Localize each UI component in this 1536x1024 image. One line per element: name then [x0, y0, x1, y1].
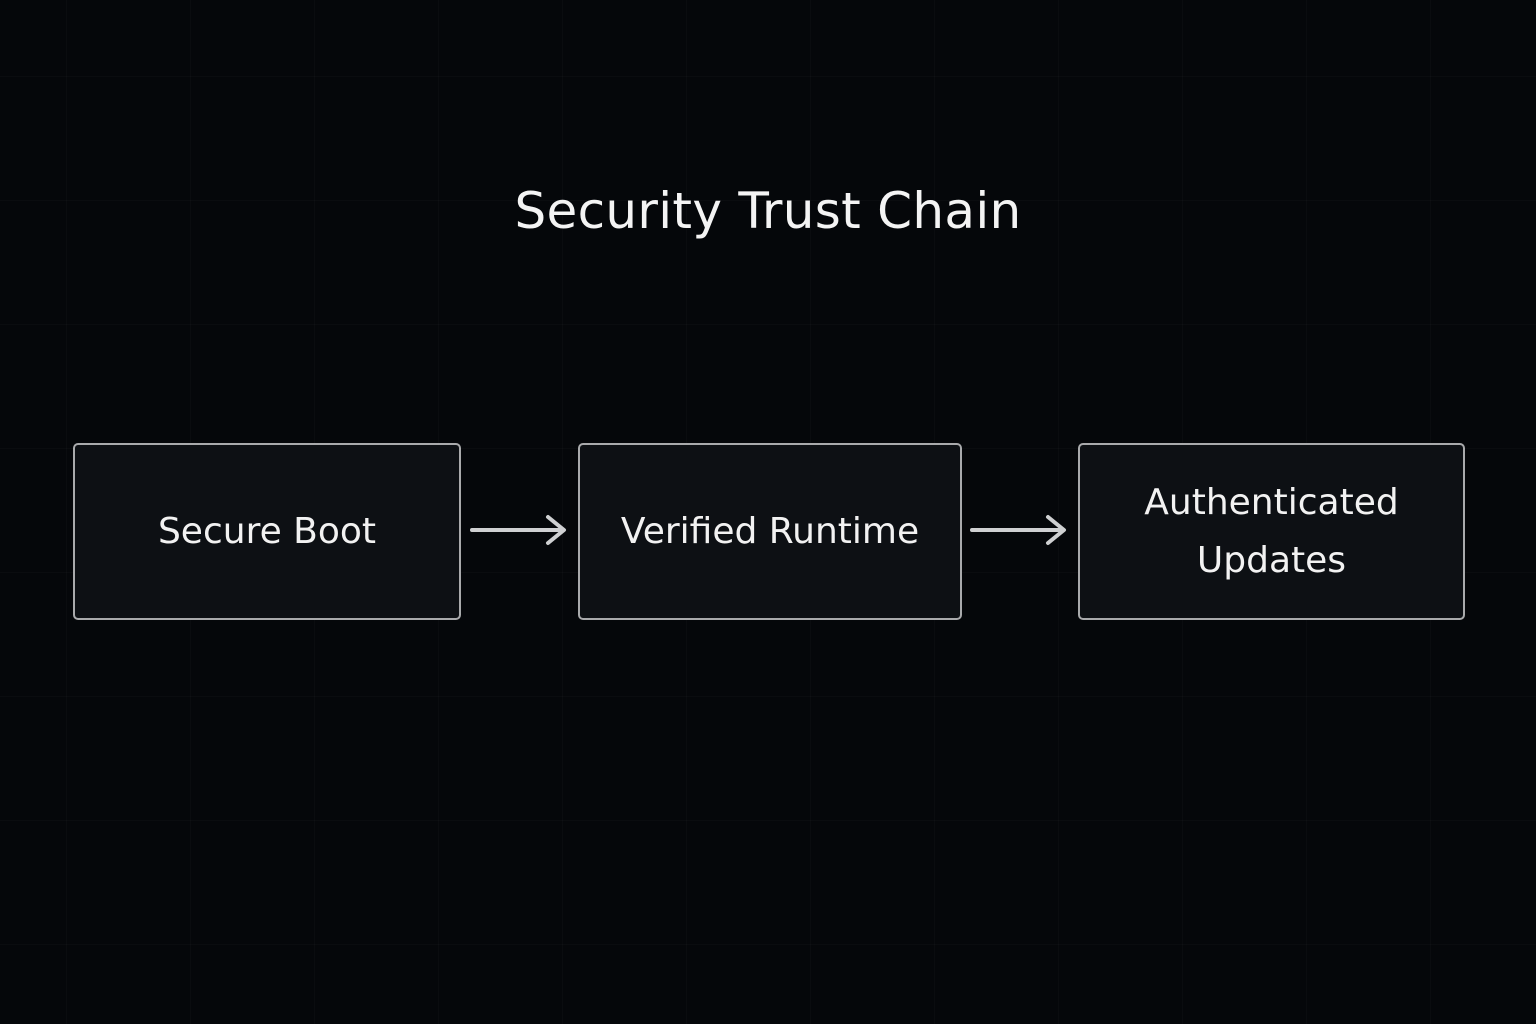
- arrow-right-icon: [970, 515, 1066, 545]
- node-verified-runtime: Verified Runtime: [578, 443, 962, 620]
- node-secure-boot: Secure Boot: [73, 443, 461, 620]
- node-authenticated-updates: Authenticated Updates: [1078, 443, 1465, 620]
- node-label: Verified Runtime: [620, 510, 920, 552]
- diagram-title: Security Trust Chain: [514, 182, 1022, 240]
- node-label: Authenticated Updates: [1144, 481, 1399, 581]
- node-label: Secure Boot: [157, 510, 377, 552]
- arrow-right-icon: [470, 515, 566, 545]
